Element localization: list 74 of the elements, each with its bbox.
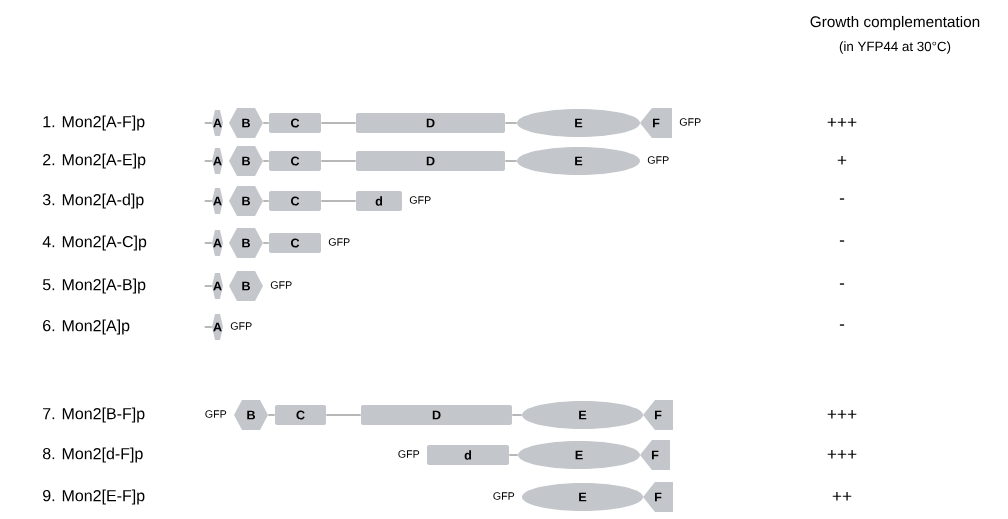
domain-hexagon: B	[229, 271, 263, 301]
linker-line	[262, 242, 270, 244]
construct-label: 6. Mon2[A]p	[43, 319, 130, 335]
linker-line	[262, 200, 270, 202]
linker-line	[204, 160, 213, 162]
construct-label: 2. Mon2[A-E]p	[43, 153, 146, 169]
domain-box: d	[427, 445, 509, 465]
domain-hexagon: A	[212, 314, 223, 340]
linker-line	[204, 285, 213, 287]
linker-line	[204, 200, 213, 202]
domain-hexagon: A	[212, 188, 223, 214]
linker-line	[320, 200, 357, 202]
linker-line	[325, 414, 362, 416]
construct-label: 4. Mon2[A-C]p	[42, 235, 147, 251]
linker-line	[262, 160, 270, 162]
linker-line	[511, 414, 523, 416]
growth-score: -	[839, 198, 845, 200]
linker-line	[508, 454, 519, 456]
domain-hexagon: B	[229, 108, 263, 138]
linker-line	[504, 122, 518, 124]
growth-score: +++	[827, 450, 857, 459]
construct-label: 7. Mon2[B-F]p	[43, 407, 145, 423]
construct-label: 3. Mon2[A-d]p	[42, 193, 144, 209]
linker-line	[320, 160, 357, 162]
domain-hexagon: A	[212, 110, 223, 136]
domain-hexagon: B	[234, 400, 268, 430]
domain-pentagon: F	[640, 108, 672, 138]
domain-box: D	[356, 113, 505, 133]
title: Growth complementation	[810, 15, 980, 31]
linker-line	[262, 122, 270, 124]
tag-label: GFP	[647, 156, 669, 164]
domain-box: C	[269, 233, 321, 253]
tag-label: GFP	[328, 238, 350, 246]
tag-label: GFP	[409, 196, 431, 204]
construct-label: 9. Mon2[E-F]p	[43, 489, 145, 505]
tag-label: GFP	[270, 281, 292, 289]
linker-line	[320, 122, 357, 124]
domain-hexagon: A	[212, 148, 223, 174]
tag-label: GFP	[230, 322, 252, 330]
growth-score: ++	[832, 492, 852, 501]
growth-score: -	[839, 283, 845, 285]
domain-hexagon: A	[212, 230, 223, 256]
tag-label: GFP	[493, 492, 515, 500]
domain-hexagon: B	[229, 146, 263, 176]
domain-hexagon: B	[229, 228, 263, 258]
domain-box: C	[275, 405, 326, 425]
subtitle: (in YFP44 at 30°C)	[839, 41, 951, 54]
tag-label: GFP	[205, 410, 227, 418]
linker-line	[204, 242, 213, 244]
linker-line	[204, 326, 213, 328]
domain-box: d	[356, 191, 402, 211]
growth-score: -	[839, 240, 845, 242]
domain-pentagon: F	[643, 400, 673, 430]
domain-box: D	[361, 405, 512, 425]
growth-score: -	[839, 324, 845, 326]
linker-line	[504, 160, 518, 162]
linker-line	[267, 414, 276, 416]
growth-score: +	[837, 156, 847, 165]
linker-line	[204, 122, 213, 124]
domain-hexagon: A	[212, 273, 223, 299]
domain-hexagon: B	[229, 186, 263, 216]
construct-label: 1. Mon2[A-F]p	[43, 115, 145, 131]
domain-box: C	[269, 191, 321, 211]
construct-label: 8. Mon2[d-F]p	[42, 447, 143, 463]
construct-label: 5. Mon2[A-B]p	[42, 278, 146, 294]
domain-pentagon: F	[640, 440, 670, 470]
tag-label: GFP	[398, 450, 420, 458]
domain-box: C	[269, 151, 321, 171]
growth-score: +++	[827, 118, 857, 127]
growth-score: +++	[827, 410, 857, 419]
tag-label: GFP	[679, 118, 701, 126]
domain-box: C	[269, 113, 321, 133]
domain-box: D	[356, 151, 505, 171]
domain-pentagon: F	[643, 482, 673, 512]
